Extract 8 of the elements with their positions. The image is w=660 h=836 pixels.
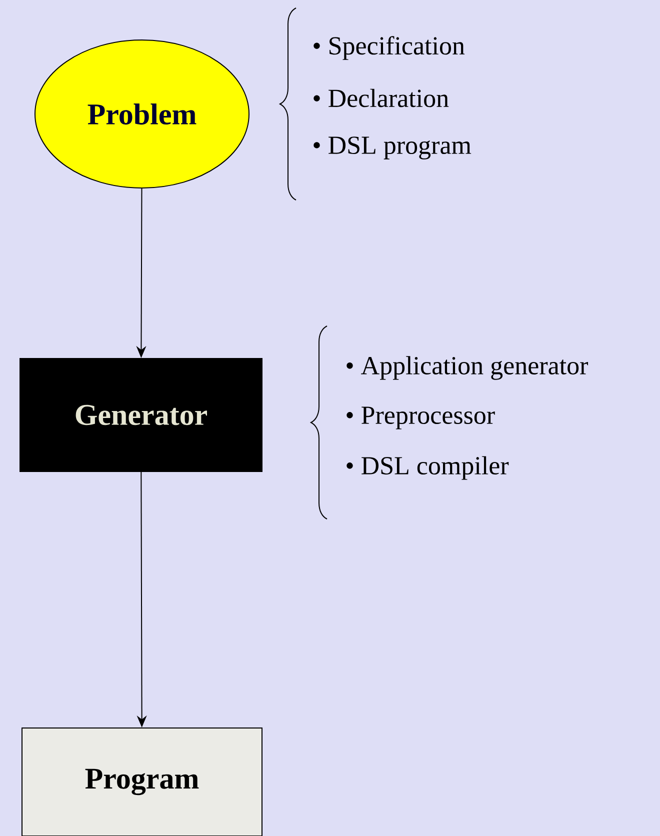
bullet-item: • Application generator — [346, 356, 588, 380]
process-box: Generator — [20, 358, 262, 472]
bullet-item: • DSL compiler — [346, 456, 509, 480]
process-box: Program — [22, 728, 262, 836]
bullet-item: • Preprocessor — [346, 406, 495, 430]
bullet-item: • Declaration — [314, 88, 449, 108]
bullet-item: • DSL program — [314, 136, 472, 160]
bullet-item: • Specification — [314, 36, 465, 60]
